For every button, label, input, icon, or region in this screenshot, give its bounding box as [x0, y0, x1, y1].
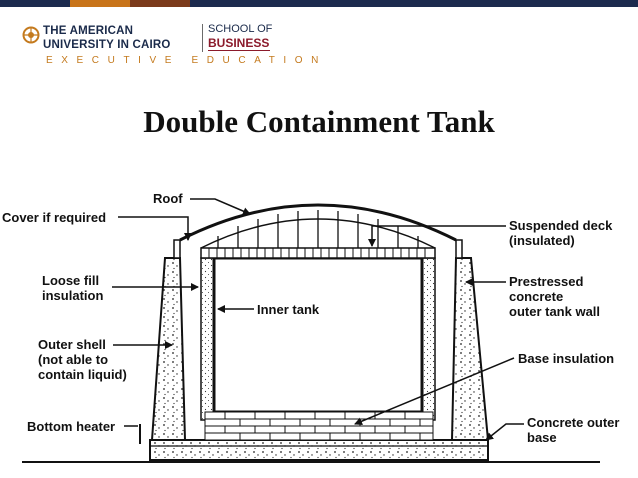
- base-insulation-leader: [354, 357, 515, 426]
- business-underline: [208, 50, 270, 51]
- slide-title: Double Containment Tank: [143, 104, 495, 139]
- base-insulation-blocks: [204, 411, 434, 441]
- right-outer-shell: [455, 239, 463, 259]
- top-bar-navy-segment: [0, 0, 70, 7]
- label-inner-tank: Inner tank: [257, 302, 320, 317]
- left-concrete-wall: [150, 257, 187, 441]
- top-bar-navy-segment-2: [190, 0, 638, 7]
- header-divider: [202, 24, 203, 52]
- label-concrete-base-2: base: [527, 430, 557, 445]
- label-bottom-heater: Bottom heater: [27, 419, 115, 434]
- concrete-base-leader: [485, 423, 524, 441]
- executive-education-label: EXECUTIVE EDUCATION: [46, 55, 328, 66]
- label-prestressed-2: concrete: [509, 289, 563, 304]
- label-roof: Roof: [153, 191, 183, 206]
- label-prestressed-3: outer tank wall: [509, 304, 600, 319]
- label-loose-fill-1: Loose fill: [42, 273, 99, 288]
- concrete-outer-base: [149, 439, 489, 461]
- left-outer-shell: [173, 239, 181, 259]
- roof-leader: [190, 198, 251, 215]
- university-name-line2: UNIVERSITY IN CAIRO: [43, 39, 171, 51]
- right-concrete-wall: [450, 257, 490, 441]
- suspended-deck-hatching: [208, 248, 426, 258]
- inner-tank: [212, 256, 424, 414]
- label-loose-fill-2: insulation: [42, 288, 103, 303]
- label-cover-if-required: Cover if required: [2, 210, 106, 225]
- label-suspended-deck-1: Suspended deck: [509, 218, 613, 233]
- label-concrete-base-1: Concrete outer: [527, 415, 619, 430]
- business-label: BUSINESS: [208, 36, 270, 50]
- top-bar-brown-segment: [130, 0, 190, 7]
- label-outer-shell-3: contain liquid): [38, 367, 127, 382]
- cover-leader: [118, 216, 192, 241]
- dome-roof-outer: [179, 203, 457, 242]
- top-bar-orange-segment: [70, 0, 130, 7]
- label-base-insulation: Base insulation: [518, 351, 614, 366]
- auc-header-logo: THE AMERICAN UNIVERSITY IN CAIRO SCHOOL …: [22, 22, 318, 70]
- label-suspended-deck-2: (insulated): [509, 233, 575, 248]
- top-color-bar: [0, 0, 638, 7]
- roof-ribs: [217, 210, 419, 248]
- label-outer-shell-1: Outer shell: [38, 337, 106, 352]
- auc-emblem-icon: [22, 26, 40, 44]
- leader-lines: [112, 198, 524, 441]
- suspended-deck-leader: [368, 225, 506, 247]
- label-outer-shell-2: (not able to: [38, 352, 108, 367]
- suspended-deck: [200, 247, 436, 259]
- label-prestressed-1: Prestressed: [509, 274, 583, 289]
- university-name-line1: THE AMERICAN: [43, 25, 134, 37]
- school-of-label: SCHOOL OF: [208, 23, 273, 35]
- left-loose-fill: [200, 257, 215, 421]
